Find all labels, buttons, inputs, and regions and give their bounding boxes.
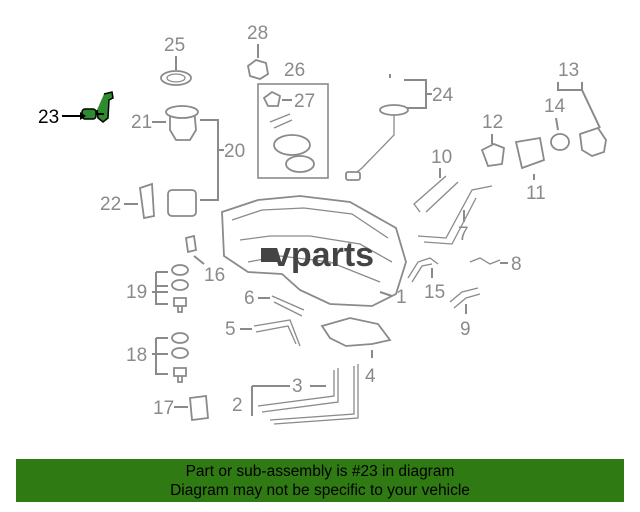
part-20-filter[interactable]	[167, 189, 197, 217]
part-13-cap[interactable]	[579, 126, 607, 157]
part-21-top	[165, 105, 199, 119]
callout-label-12: 12	[482, 112, 503, 133]
callout-label-21: 21	[131, 112, 152, 133]
callout-label-19: 19	[126, 282, 147, 303]
part-23-highlighted[interactable]	[81, 91, 114, 123]
part-1-fuel-tank[interactable]	[221, 195, 407, 307]
part-24-arm	[351, 115, 395, 177]
part-11[interactable]	[514, 136, 546, 170]
callout-label-25: 25	[164, 35, 185, 56]
part-8[interactable]	[469, 257, 501, 265]
callout-label-20: 20	[224, 141, 245, 162]
footer-banner: Part or sub-assembly is #23 in diagram D…	[16, 459, 624, 502]
callout-bracket-18	[152, 337, 168, 375]
part-19-oring-a[interactable]	[171, 264, 189, 276]
part-19-oring-b[interactable]	[171, 279, 189, 291]
vparts-watermark: vparts	[261, 236, 374, 274]
callout-bracket-20	[200, 119, 219, 201]
callout-23	[62, 112, 86, 120]
svg-text:vparts: vparts	[272, 236, 374, 274]
callout-label-23: 23	[38, 107, 59, 128]
callout-label-3: 3	[292, 376, 303, 397]
part-18-bolt[interactable]	[173, 367, 187, 383]
callout-label-14: 14	[544, 96, 566, 117]
part-24-sender-top[interactable]	[379, 104, 409, 116]
part-15[interactable]	[407, 257, 439, 283]
part-17[interactable]	[189, 394, 209, 422]
part-28[interactable]	[247, 59, 269, 80]
callout-label-16: 16	[204, 265, 225, 286]
callout-line-1	[379, 291, 393, 297]
part-14-ring[interactable]	[550, 133, 570, 151]
callout-line-14	[555, 117, 559, 131]
callout-label-2: 2	[232, 395, 243, 416]
callout-label-4: 4	[365, 366, 376, 387]
footer-line-2: Diagram may not be specific to your vehi…	[170, 482, 470, 499]
part-24-float	[345, 171, 361, 181]
part-25-gasket[interactable]	[160, 70, 192, 86]
part-26-clips	[269, 113, 293, 129]
callout-label-11: 11	[526, 183, 546, 204]
part-19-bolt[interactable]	[173, 297, 187, 313]
callout-label-13: 13	[558, 60, 579, 81]
part-16[interactable]	[184, 234, 198, 254]
callout-label-28: 28	[247, 23, 268, 44]
callout-bracket-13	[557, 82, 601, 129]
callout-label-6: 6	[244, 288, 255, 309]
part-22-bracket[interactable]	[139, 182, 155, 220]
part-10-pipe[interactable]	[413, 175, 493, 239]
part-9[interactable]	[449, 287, 481, 309]
callout-bracket-24	[404, 79, 427, 109]
callout-label-8: 8	[511, 254, 522, 275]
part-2-3-straps[interactable]	[257, 364, 359, 425]
part-18-oring-b[interactable]	[171, 347, 189, 359]
part-5[interactable]	[253, 319, 301, 347]
part-7-pipe[interactable]	[423, 197, 477, 245]
callout-label-18: 18	[126, 345, 147, 366]
callout-label-22: 22	[100, 194, 121, 215]
callout-label-7: 7	[458, 224, 469, 245]
callout-bracket-19	[152, 271, 168, 305]
callout-label-9: 9	[460, 319, 471, 340]
footer-line-1: Part or sub-assembly is #23 in diagram	[185, 463, 455, 480]
part-4-protector[interactable]	[320, 317, 392, 347]
callout-label-10: 10	[431, 147, 452, 168]
callout-label-26: 26	[284, 60, 305, 81]
part-25-gasket-inner	[166, 73, 186, 83]
callout-label-17: 17	[153, 398, 174, 419]
part-18-oring-a[interactable]	[171, 332, 189, 344]
part-12[interactable]	[480, 143, 505, 167]
callout-line-16	[193, 255, 205, 265]
part-26-seal	[273, 134, 311, 156]
part-6[interactable]	[271, 295, 305, 317]
callout-label-1: 1	[396, 287, 407, 308]
callout-label-24: 24	[432, 85, 454, 106]
part-27[interactable]	[262, 90, 282, 107]
part-26-ring	[285, 155, 315, 173]
callout-label-5: 5	[225, 319, 236, 340]
callout-label-15: 15	[424, 282, 445, 303]
callout-label-27: 27	[294, 91, 315, 112]
